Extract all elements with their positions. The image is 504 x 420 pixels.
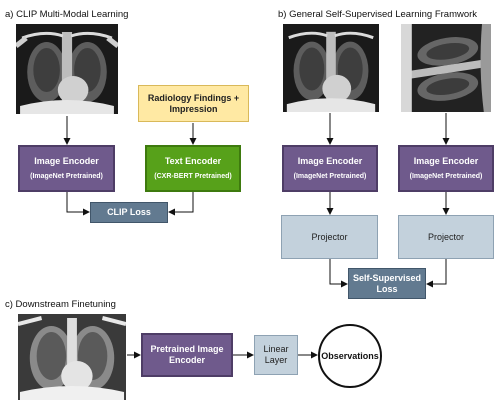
arrow-image-encoder-to-clip-loss [66,192,90,216]
chest-xray-image-c [18,314,126,400]
text-encoder-title: Text Encoder [164,156,222,166]
ssl-image-encoder-left-subtitle: (ImageNet Pretrained) [293,173,367,180]
linear-layer-label: Linear Layer [263,344,289,365]
text-encoder-box: Text Encoder (CXR-BERT Pretrained) [145,145,241,192]
projector-right-label: Projector [427,231,464,242]
clip-loss-label: CLIP Loss [107,207,151,217]
projector-left-box: Projector [281,215,378,259]
clip-loss-box: CLIP Loss [90,202,168,223]
self-supervised-loss-label: Self-Supervised Loss [352,272,422,294]
linear-layer-box: Linear Layer [254,335,298,375]
projector-left-label: Projector [311,231,348,242]
ssl-image-encoder-right-box: Image Encoder (ImageNet Pretrained) [398,145,494,192]
ssl-image-encoder-left-box: Image Encoder (ImageNet Pretrained) [282,145,378,192]
chest-xray-image-b-left [283,24,379,112]
radiology-findings-box: Radiology Findings + Impression [138,85,249,122]
observations-label: Observations [321,350,379,361]
clip-image-encoder-subtitle: (ImageNet Pretrained) [30,173,103,180]
panel-b-title: b) General Self-Supervised Learning Fram… [278,9,478,20]
ssl-image-encoder-right-title: Image Encoder [413,156,479,166]
text-encoder-subtitle: (CXR-BERT Pretrained) [154,173,232,180]
arrow-projector-right-to-loss [426,259,447,288]
clip-image-encoder-title: Image Encoder [34,156,99,166]
chest-xray-image-a [16,24,118,114]
clip-image-encoder-box: Image Encoder (ImageNet Pretrained) [18,145,115,192]
arrow-text-encoder-to-clip-loss [168,192,194,216]
pretrained-image-encoder-label: Pretrained Image Encoder [150,344,224,365]
ssl-image-encoder-right-subtitle: (ImageNet Pretrained) [409,173,483,180]
panel-c-title: c) Downstream Finetuning [5,299,116,310]
arrow-projector-left-to-loss [329,259,348,288]
chest-xray-image-b-right-augmented [401,24,491,112]
projector-right-box: Projector [398,215,494,259]
pretrained-image-encoder-box: Pretrained Image Encoder [141,333,233,377]
self-supervised-loss-box: Self-Supervised Loss [348,268,426,299]
observations-node: Observations [318,324,382,388]
radiology-findings-label: Radiology Findings + Impression [147,92,240,114]
ssl-image-encoder-left-title: Image Encoder [297,156,363,166]
panel-a-title: a) CLIP Multi-Modal Learning [5,9,129,20]
